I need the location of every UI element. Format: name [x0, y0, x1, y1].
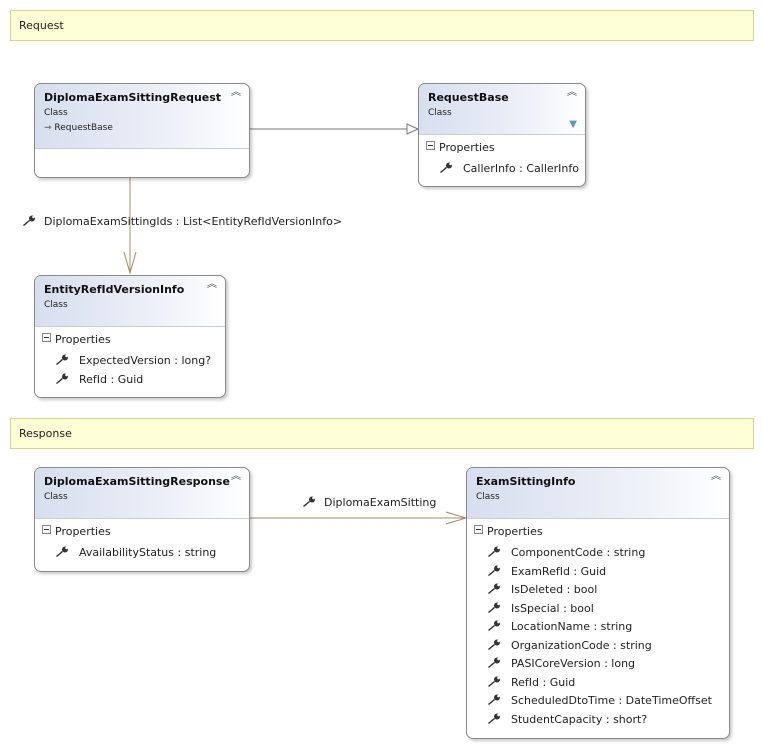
response-section-band[interactable]: Response	[10, 418, 754, 449]
property-item[interactable]: ScheduledDtoTime : DateTimeOffset	[487, 694, 712, 707]
property-label: CallerInfo : CallerInfo	[463, 162, 579, 175]
property-item[interactable]: OrganizationCode : string	[487, 639, 652, 652]
double-chevron-up-icon[interactable]: ︽	[231, 471, 241, 482]
properties-header[interactable]: Properties	[426, 141, 495, 154]
property-label: ComponentCode : string	[511, 546, 646, 559]
property-label: ExpectedVersion : long?	[79, 354, 212, 367]
class-header: DiplomaExamSittingRequest Class ⇾ Reques…	[35, 84, 249, 149]
wrench-icon	[56, 546, 68, 557]
properties-header-label: Properties	[55, 333, 111, 346]
class-header: ExamSittingInfo Class ︽	[467, 468, 729, 519]
double-chevron-up-icon[interactable]: ︽	[231, 87, 241, 98]
property-item[interactable]: ComponentCode : string	[487, 546, 645, 559]
class-header: RequestBase Class ︽ ▼	[419, 84, 585, 135]
property-item[interactable]: CallerInfo : CallerInfo	[439, 162, 579, 175]
property-label: ExamRefId : Guid	[511, 565, 607, 578]
inherits-label: ⇾ RequestBase	[44, 123, 113, 133]
properties-header[interactable]: Properties	[474, 525, 543, 538]
wrench-icon	[440, 162, 452, 173]
filter-icon[interactable]: ▼	[569, 119, 577, 130]
property-label: ScheduledDtoTime : DateTimeOffset	[511, 694, 712, 707]
class-kind: Class	[476, 492, 500, 502]
property-label: IsDeleted : bool	[511, 583, 598, 596]
class-request-base[interactable]: RequestBase Class ︽ ▼ Properties CallerI…	[418, 83, 586, 187]
wrench-icon	[488, 639, 500, 650]
class-kind: Class	[44, 492, 68, 502]
association-text: DiplomaExamSittingIds : List<EntityRefId…	[44, 215, 343, 228]
class-kind: Class	[428, 108, 452, 118]
wrench-icon	[488, 620, 500, 631]
property-label: OrganizationCode : string	[511, 639, 652, 652]
wrench-icon	[488, 694, 500, 705]
association-label-sitting[interactable]: DiplomaExamSitting	[302, 496, 436, 509]
property-label: StudentCapacity : short?	[511, 713, 648, 726]
wrench-icon	[488, 602, 500, 613]
wrench-icon	[488, 583, 500, 594]
wrench-icon	[488, 713, 500, 724]
property-label: AvailabilityStatus : string	[79, 546, 217, 559]
class-header: DiplomaExamSittingResponse Class ︽	[35, 468, 249, 519]
property-item[interactable]: AvailabilityStatus : string	[55, 546, 216, 559]
class-kind: Class	[44, 300, 68, 310]
wrench-icon	[488, 565, 500, 576]
wrench-icon	[56, 354, 68, 365]
class-title: EntityRefIdVersionInfo	[44, 283, 185, 296]
property-item[interactable]: LocationName : string	[487, 620, 632, 633]
class-kind: Class	[44, 108, 68, 118]
wrench-icon	[488, 676, 500, 687]
property-label: RefId : Guid	[79, 373, 144, 386]
wrench-icon	[488, 546, 500, 557]
properties-header-label: Properties	[439, 141, 495, 154]
minus-box-icon[interactable]	[474, 525, 483, 534]
property-label: LocationName : string	[511, 620, 633, 633]
minus-box-icon[interactable]	[42, 333, 51, 342]
property-item[interactable]: ExamRefId : Guid	[487, 565, 606, 578]
properties-header[interactable]: Properties	[42, 525, 111, 538]
class-header: EntityRefIdVersionInfo Class ︽	[35, 276, 225, 327]
property-label: PASICoreVersion : long	[511, 657, 636, 670]
property-item[interactable]: IsDeleted : bool	[487, 583, 597, 596]
request-section-band[interactable]: Request	[10, 10, 754, 41]
association-text: DiplomaExamSitting	[324, 496, 437, 509]
wrench-icon	[488, 657, 500, 668]
class-title: DiplomaExamSittingResponse	[44, 475, 230, 488]
class-entity-ref-id-version-info[interactable]: EntityRefIdVersionInfo Class ︽ Propertie…	[34, 275, 226, 398]
double-chevron-up-icon[interactable]: ︽	[567, 87, 577, 98]
minus-box-icon[interactable]	[426, 141, 435, 150]
property-label: IsSpecial : bool	[511, 602, 594, 615]
class-title: ExamSittingInfo	[476, 475, 576, 488]
inheritance-arrowhead	[406, 123, 420, 135]
class-diploma-exam-sitting-response[interactable]: DiplomaExamSittingResponse Class ︽ Prope…	[34, 467, 250, 572]
class-title: RequestBase	[428, 91, 509, 104]
property-item[interactable]: RefId : Guid	[55, 373, 143, 386]
property-label: RefId : Guid	[511, 676, 576, 689]
response-section-label: Response	[19, 427, 72, 440]
class-title: DiplomaExamSittingRequest	[44, 91, 222, 104]
class-diploma-exam-sitting-request[interactable]: DiplomaExamSittingRequest Class ⇾ Reques…	[34, 83, 250, 178]
inherits-base-name: RequestBase	[54, 123, 113, 133]
properties-header[interactable]: Properties	[42, 333, 111, 346]
wrench-icon	[56, 373, 68, 384]
properties-header-label: Properties	[55, 525, 111, 538]
property-item[interactable]: StudentCapacity : short?	[487, 713, 647, 726]
property-item[interactable]: ExpectedVersion : long?	[55, 354, 211, 367]
property-item[interactable]: IsSpecial : bool	[487, 602, 594, 615]
property-item[interactable]: RefId : Guid	[487, 676, 575, 689]
minus-box-icon[interactable]	[42, 525, 51, 534]
association-arrowhead-ids	[123, 251, 137, 275]
double-chevron-up-icon[interactable]: ︽	[207, 279, 217, 290]
inherit-arrow-icon: ⇾	[44, 123, 55, 133]
properties-header-label: Properties	[487, 525, 543, 538]
wrench-icon	[303, 496, 315, 507]
wrench-icon	[23, 215, 35, 226]
association-label-ids[interactable]: DiplomaExamSittingIds : List<EntityRefId…	[22, 215, 342, 228]
class-exam-sitting-info[interactable]: ExamSittingInfo Class ︽ Properties Compo…	[466, 467, 730, 739]
double-chevron-up-icon[interactable]: ︽	[711, 471, 721, 482]
property-item[interactable]: PASICoreVersion : long	[487, 657, 635, 670]
request-section-label: Request	[19, 19, 64, 32]
